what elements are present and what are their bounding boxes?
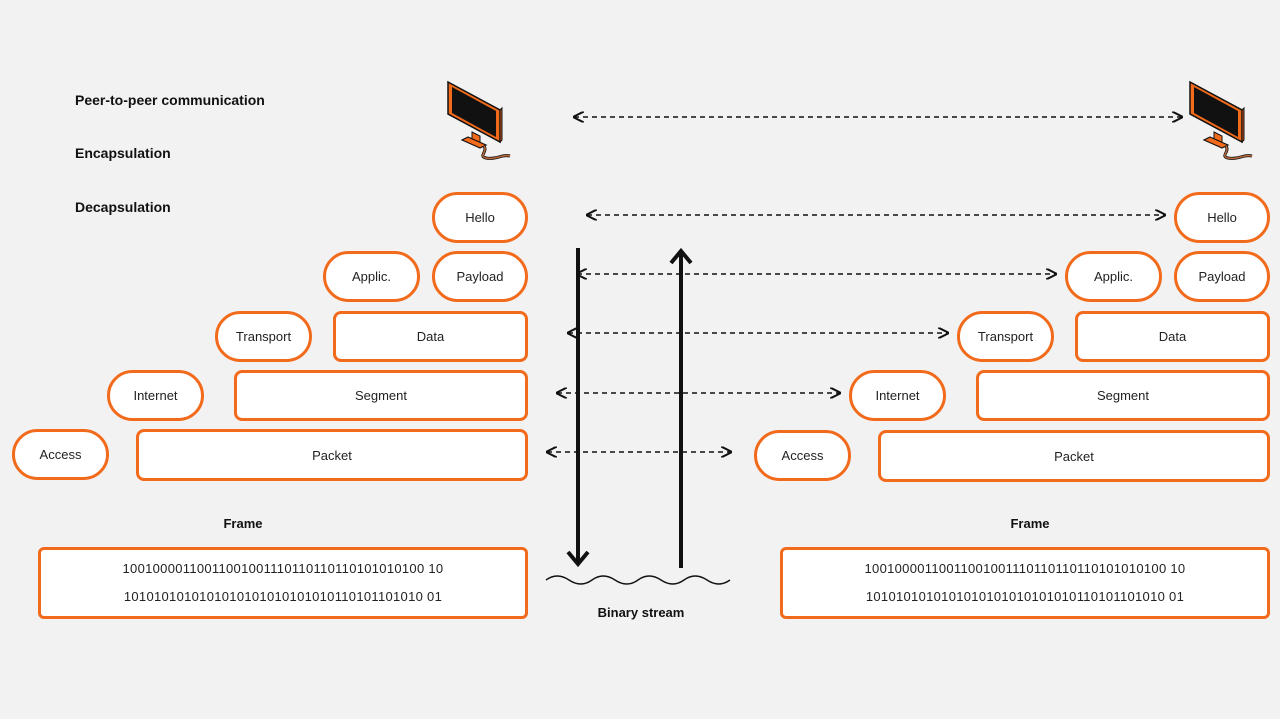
right-internet-label: Internet [875, 388, 920, 403]
left-internet-box: Internet [107, 370, 204, 421]
right-packet-label: Packet [1054, 448, 1094, 464]
right-transport-box: Transport [957, 311, 1054, 362]
right-access-box: Access [754, 430, 851, 481]
right-segment-box: Segment [976, 370, 1270, 421]
right-application-box: Applic. [1065, 251, 1162, 302]
left-data-label: Data [416, 329, 445, 344]
binary-stream-wave [545, 575, 731, 585]
monitor-icon [447, 80, 511, 160]
legend-peer-to-peer: Peer-to-peer communication [75, 92, 265, 108]
left-hello-label: Hello [465, 210, 495, 225]
right-segment-label: Segment [1096, 388, 1150, 403]
left-access-label: Access [39, 447, 82, 462]
right-payload-box: Payload [1174, 251, 1270, 302]
decapsulation-arrow [669, 247, 693, 568]
right-internet-box: Internet [849, 370, 946, 421]
binary-stream-label: Binary stream [597, 605, 685, 620]
monitor-icon [1189, 80, 1253, 160]
right-data-label: Data [1158, 329, 1187, 344]
left-payload-label: Payload [456, 269, 504, 284]
left-frame-label: Frame [223, 516, 263, 531]
right-payload-label: Payload [1198, 269, 1246, 284]
left-application-box: Applic. [323, 251, 420, 302]
right-frame-bits-line2: 1010101010101010101010101010110101101010… [865, 589, 1185, 604]
left-frame-bits-line1: 1001000011001100100111011011011010101010… [122, 561, 444, 576]
left-hello-box: Hello [432, 192, 528, 243]
right-access-label: Access [781, 448, 824, 463]
left-transport-label: Transport [235, 329, 292, 344]
legend-encapsulation: Encapsulation [75, 145, 171, 161]
right-data-box: Data [1075, 311, 1270, 362]
left-internet-label: Internet [133, 388, 178, 403]
left-packet-label: Packet [312, 447, 352, 463]
right-hello-label: Hello [1207, 210, 1237, 225]
legend-decapsulation: Decapsulation [75, 199, 171, 215]
left-segment-box: Segment [234, 370, 528, 421]
right-transport-label: Transport [977, 329, 1034, 344]
left-payload-box: Payload [432, 251, 528, 302]
left-frame-bits-line2: 1010101010101010101010101010110101101010… [123, 589, 443, 604]
left-transport-box: Transport [215, 311, 312, 362]
left-packet-box: Packet [136, 429, 528, 481]
right-frame-box: 1001000011001100100111011011011010101010… [780, 547, 1270, 619]
right-frame-bits-line1: 1001000011001100100111011011011010101010… [864, 561, 1186, 576]
encapsulation-arrow [566, 248, 590, 568]
right-frame-label: Frame [1010, 516, 1050, 531]
right-packet-box: Packet [878, 430, 1270, 482]
left-access-box: Access [12, 429, 109, 480]
right-hello-box: Hello [1174, 192, 1270, 243]
right-application-label: Applic. [1093, 269, 1134, 284]
left-frame-box: 1001000011001100100111011011011010101010… [38, 547, 528, 619]
left-application-label: Applic. [351, 269, 392, 284]
left-data-box: Data [333, 311, 528, 362]
left-segment-label: Segment [354, 388, 408, 403]
